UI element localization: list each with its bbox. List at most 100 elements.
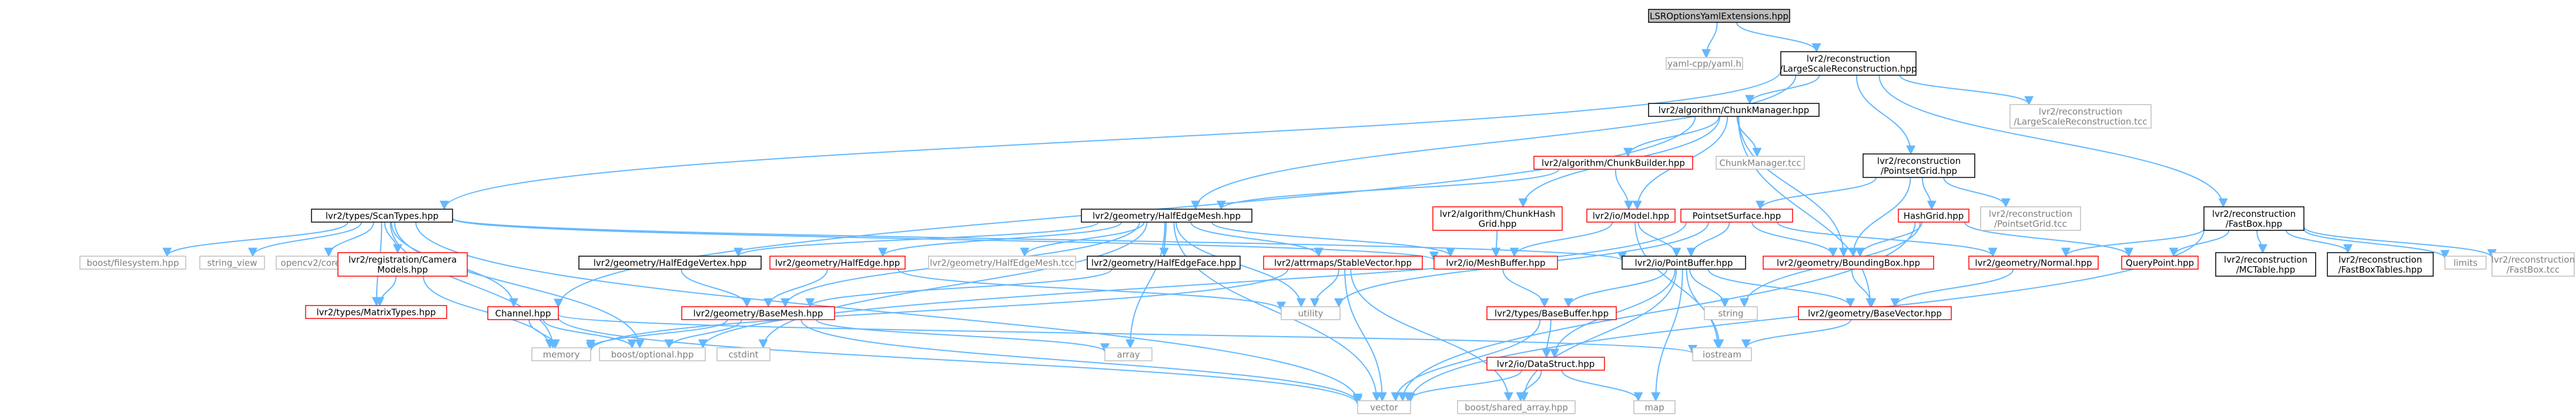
node-lsr[interactable]: lvr2/reconstruction/LargeScaleReconstruc… bbox=[1780, 51, 1917, 76]
edge-basemesh-to-boostoptional bbox=[664, 319, 742, 349]
edge-lsr-to-lsrtcc bbox=[1899, 75, 2034, 106]
node-boundingbox[interactable]: lvr2/geometry/BoundingBox.hpp bbox=[1763, 256, 1934, 270]
node-heedgevertex[interactable]: lvr2/geometry/HalfEdgeVertex.hpp bbox=[578, 256, 762, 270]
node-string[interactable]: string bbox=[1704, 306, 1758, 320]
node-fastbox-box bbox=[2203, 206, 2304, 231]
node-sharedarray[interactable]: boost/shared_array.hpp bbox=[1457, 400, 1576, 414]
node-heface-box bbox=[1087, 256, 1241, 270]
node-scantypes-label-line-0: lvr2/types/ScanTypes.hpp bbox=[326, 211, 438, 222]
node-limits[interactable]: limits bbox=[2444, 256, 2487, 270]
node-hemeshtcc-label-line-0: lvr2/geometry/HalfEdgeMesh.tcc bbox=[930, 258, 1074, 269]
edge-fastbox-to-fastboxtables bbox=[2286, 230, 2353, 254]
node-pointsetgrid[interactable]: lvr2/reconstruction/PointsetGrid.hpp bbox=[1863, 153, 1975, 178]
node-root[interactable]: LSROptionsYamlExtensions.hpp bbox=[1648, 9, 1790, 23]
node-boostfs[interactable]: boost/filesystem.hpp bbox=[79, 256, 186, 270]
node-array-label-line-0: array bbox=[1117, 350, 1140, 360]
node-chunkmgrtcc[interactable]: ChunkManager.tcc bbox=[1716, 156, 1805, 170]
node-fastboxtcc[interactable]: lvr2/reconstruction/FastBox.tcc bbox=[2491, 252, 2575, 277]
edge-stablevector-to-utility bbox=[1310, 269, 1339, 308]
node-hashgrid[interactable]: HashGrid.hpp bbox=[1898, 209, 1969, 223]
node-meshbuffer[interactable]: lvr2/io/MeshBuffer.hpp bbox=[1433, 256, 1558, 270]
node-hemeshtcc[interactable]: lvr2/geometry/HalfEdgeMesh.tcc bbox=[928, 256, 1076, 270]
node-mctable-box bbox=[2215, 252, 2316, 277]
edge-heedgevertex-to-basemesh bbox=[681, 269, 752, 308]
node-datastruct[interactable]: lvr2/io/DataStruct.hpp bbox=[1486, 357, 1605, 371]
node-cstdint[interactable]: cstdint bbox=[716, 347, 771, 361]
node-basemesh-label-line-0: lvr2/geometry/BaseMesh.hpp bbox=[694, 308, 823, 319]
node-iostream[interactable]: iostream bbox=[1692, 347, 1752, 361]
node-memory[interactable]: memory bbox=[531, 347, 591, 361]
node-vector-label-line-0: vector bbox=[1370, 402, 1398, 413]
node-matrixtypes[interactable]: lvr2/types/MatrixTypes.hpp bbox=[305, 305, 447, 319]
node-stablevector-label-line-0: lvr2/attrmaps/StableVector.hpp bbox=[1274, 258, 1412, 269]
node-normal[interactable]: lvr2/geometry/Normal.hpp bbox=[1968, 256, 2099, 270]
node-heface[interactable]: lvr2/geometry/HalfEdgeFace.hpp bbox=[1087, 256, 1241, 270]
node-basemesh[interactable]: lvr2/geometry/BaseMesh.hpp bbox=[681, 306, 835, 320]
node-boostoptional-box bbox=[599, 347, 706, 361]
node-fastboxtables[interactable]: lvr2/reconstruction/FastBoxTables.hpp bbox=[2327, 252, 2434, 277]
node-chunkmgr[interactable]: lvr2/algorithm/ChunkManager.hpp bbox=[1648, 103, 1820, 117]
edge-halfedgemesh-to-meshbuffer bbox=[1211, 222, 1455, 257]
node-basevector[interactable]: lvr2/geometry/BaseVector.hpp bbox=[1798, 306, 1952, 320]
edge-scantypes-to-boostfs bbox=[162, 222, 349, 257]
node-yamlcpp-label-line-0: yaml-cpp/yaml.h bbox=[1667, 59, 1741, 69]
node-datastruct-box bbox=[1486, 357, 1605, 371]
node-boostoptional[interactable]: boost/optional.hpp bbox=[599, 347, 706, 361]
node-lsrtcc[interactable]: lvr2/reconstruction/LargeScaleReconstruc… bbox=[2009, 104, 2152, 129]
node-mctable[interactable]: lvr2/reconstruction/MCTable.hpp bbox=[2215, 252, 2316, 277]
node-stablevector[interactable]: lvr2/attrmaps/StableVector.hpp bbox=[1263, 256, 1423, 270]
node-channel[interactable]: Channel.hpp bbox=[487, 306, 559, 320]
node-chunkbuilder[interactable]: lvr2/algorithm/ChunkBuilder.hpp bbox=[1533, 156, 1693, 170]
edge-halfedgemesh-to-halfedge bbox=[878, 222, 1122, 257]
edge-pointsetgrid-to-pointsetgridtcc bbox=[1943, 177, 2011, 208]
edge-scantypes-to-pointbuffer bbox=[452, 217, 1627, 261]
node-normal-box bbox=[1968, 256, 2099, 270]
node-basebuffer[interactable]: lvr2/types/BaseBuffer.hpp bbox=[1486, 306, 1617, 320]
node-datastruct-label-line-0: lvr2/io/DataStruct.hpp bbox=[1497, 359, 1595, 370]
edge-lsr-to-halfedgemesh bbox=[1191, 75, 1797, 210]
node-lsrtcc-box bbox=[2009, 104, 2152, 129]
edge-lsr-to-scantypes bbox=[440, 70, 1781, 210]
edge-pointsetsurface-to-boostoptional bbox=[698, 222, 1687, 349]
node-basevector-box bbox=[1798, 306, 1952, 320]
edge-halfedgemesh-to-heedgevertex bbox=[733, 222, 1099, 257]
edge-lsr-to-pointsetgrid bbox=[1855, 75, 1916, 155]
edge-fastbox-to-mctable bbox=[2256, 230, 2267, 254]
node-array[interactable]: array bbox=[1104, 347, 1153, 361]
node-halfedge[interactable]: lvr2/geometry/HalfEdge.hpp bbox=[769, 256, 906, 270]
edge-basevector-to-iostream bbox=[1741, 319, 1852, 349]
edge-stablevector-to-memory bbox=[586, 269, 1289, 352]
node-model[interactable]: lvr2/io/Model.hpp bbox=[1586, 209, 1676, 223]
node-camera-label-line-1: Models.hpp bbox=[377, 264, 428, 275]
node-yamlcpp[interactable]: yaml-cpp/yaml.h bbox=[1666, 57, 1743, 70]
node-pointbuffer[interactable]: lvr2/io/PointBuffer.hpp bbox=[1622, 256, 1746, 270]
node-hashgrid-box bbox=[1898, 209, 1969, 223]
node-querypoint[interactable]: QueryPoint.hpp bbox=[2121, 256, 2199, 270]
node-stringview[interactable]: string_view bbox=[199, 256, 265, 270]
node-utility[interactable]: utility bbox=[1281, 306, 1341, 320]
node-channel-label-line-0: Channel.hpp bbox=[495, 308, 551, 319]
edge-scantypes-to-stringview bbox=[248, 222, 362, 257]
node-matrixtypes-box bbox=[305, 305, 447, 319]
node-matrixtypes-label-line-0: lvr2/types/MatrixTypes.hpp bbox=[317, 307, 436, 318]
edge-stablevector-to-sharedarray bbox=[1350, 269, 1513, 402]
node-basevector-label-line-0: lvr2/geometry/BaseVector.hpp bbox=[1808, 308, 1942, 319]
node-sharedarray-label-line-0: boost/shared_array.hpp bbox=[1465, 402, 1568, 414]
node-fastboxtables-label-line-1: /FastBoxTables.hpp bbox=[2339, 264, 2423, 275]
edge-channel-to-iostream bbox=[558, 314, 1697, 354]
node-chunkmgrtcc-label-line-0: ChunkManager.tcc bbox=[1719, 158, 1801, 169]
edge-basemesh-to-memory bbox=[586, 319, 728, 350]
node-scantypes[interactable]: lvr2/types/ScanTypes.hpp bbox=[311, 209, 453, 223]
node-pointsetsurface[interactable]: PointsetSurface.hpp bbox=[1680, 209, 1793, 223]
node-fastbox[interactable]: lvr2/reconstruction/FastBox.hpp bbox=[2203, 206, 2304, 231]
node-chunkmgr-box bbox=[1648, 103, 1820, 117]
node-halfedgemesh[interactable]: lvr2/geometry/HalfEdgeMesh.hpp bbox=[1081, 209, 1252, 223]
node-map[interactable]: map bbox=[1633, 400, 1676, 414]
node-fastboxtcc-label-line-0: lvr2/reconstruction bbox=[2491, 254, 2575, 265]
edge-basebuffer-to-datastruct bbox=[1542, 319, 1552, 358]
edge-pointsetsurface-to-boundingbox bbox=[1751, 222, 1838, 257]
node-pointsetgridtcc[interactable]: lvr2/reconstruction/PointsetGrid.tcc bbox=[1980, 206, 2081, 231]
node-vector[interactable]: vector bbox=[1357, 400, 1411, 414]
